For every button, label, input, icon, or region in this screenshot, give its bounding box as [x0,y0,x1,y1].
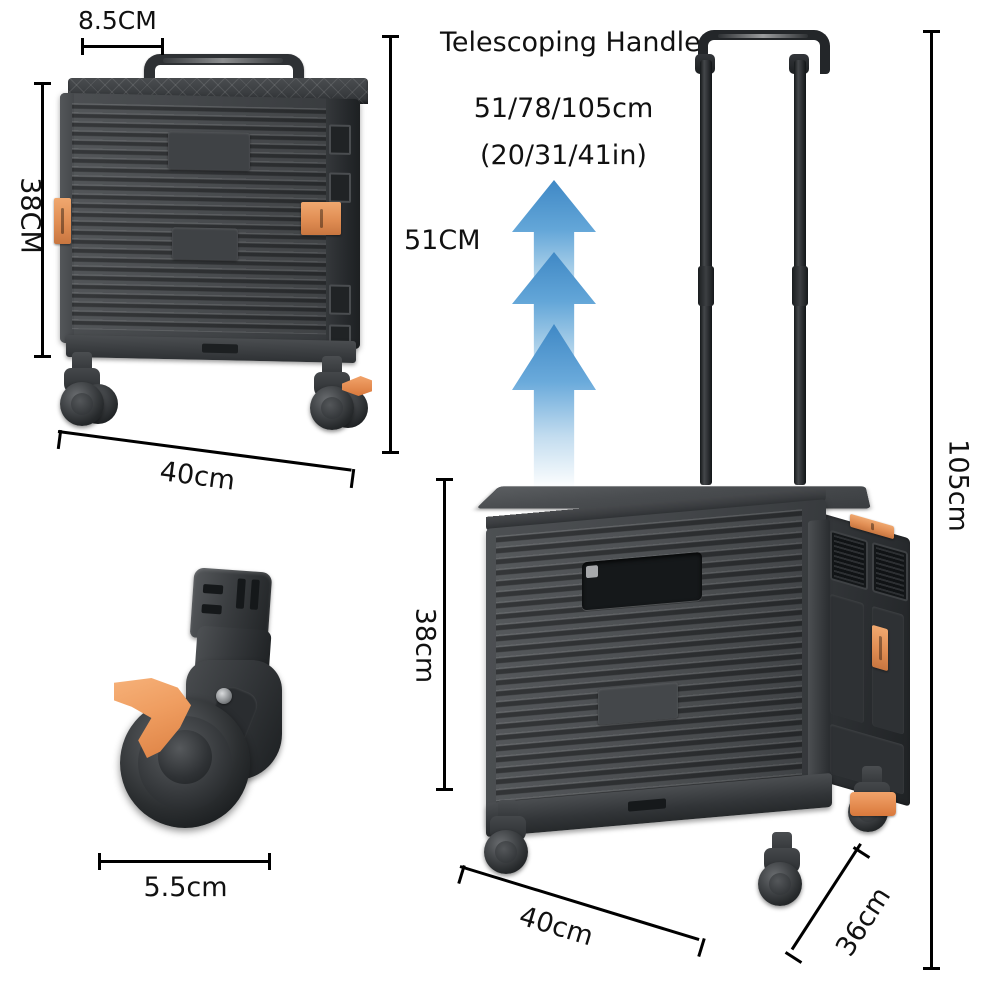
dimension-cap-folded-top [34,82,51,85]
dimension-label-cart-body-height: 38cm [409,607,441,684]
cart-side-panel [822,513,910,807]
dimension-line-cart-total-height [930,30,933,970]
cart-front-ribbing [496,509,802,816]
folded-cart-left-latch [54,198,71,244]
cart-corner-post [808,519,830,801]
dimension-line-cart-body-height [443,478,446,790]
dimension-label-cart-total-height: 105cm [942,439,974,532]
dimension-cap-caster-right [268,853,271,870]
dimension-cap-total-top [382,35,399,38]
title-line-telescoping-handle: Telescoping Handle [440,27,701,58]
dimension-cap-cart-body-bottom [436,788,453,791]
caster-wheel-closeup [100,567,330,840]
dimension-cap-folded-bottom [34,355,51,358]
dimension-cap-total-bottom [382,451,399,454]
dimension-cap-handle-right [161,38,164,55]
folded-cart-base-vent [202,343,238,354]
title-line-handle-lengths-cm: 51/78/105cm [473,93,654,124]
cart-side-vent-left [830,529,868,591]
cart-front-plate [598,682,678,726]
folded-cart-right-latch [301,202,341,235]
cart-caster-brake [850,792,896,816]
dimension-label-folded-total-height: 51CM [404,225,481,256]
dimension-cap-folded-width-right [349,468,356,489]
handle-segment-left [698,266,714,306]
folded-cart-view [52,52,392,430]
folded-cart-slot-mid [329,172,351,203]
dimension-cap-cart-total-bottom [923,967,940,970]
dimension-label-handle-width: 8.5CM [78,6,157,35]
folded-cart-upper-plate [168,131,250,171]
dimension-cap-handle-left [81,38,84,55]
folded-cart-slot-lower [329,284,351,315]
handle-segment-right [792,266,808,306]
handle-grip-bar [698,30,830,74]
cart-side-latch [872,624,888,672]
cart-side-vent-right [872,541,908,603]
title-line-handle-lengths-in: (20/31/41in) [480,140,647,171]
dimension-cap-cart-body-top [436,478,453,481]
dimension-line-folded-height [41,82,44,357]
dimension-line-folded-total-height [389,35,392,453]
caster-pivot-screw [216,688,232,704]
dimension-line-handle-width [81,45,163,48]
assembled-cart-view [476,470,918,930]
up-arrow-icon-bottom [512,324,596,489]
dimension-cap-caster-left [98,853,101,870]
dimension-label-caster-width: 5.5cm [143,872,228,903]
dimension-cap-cart-depth-bottom [784,951,803,964]
folded-cart-lower-plate [172,227,238,261]
folded-cart-brake-lever [342,376,372,396]
dimension-cap-cart-total-top [923,30,940,33]
dimension-label-folded-width: 40cm [157,456,237,497]
dimension-line-caster-width [98,860,270,863]
folded-cart-slot-top [329,124,351,155]
cart-side-panel-left [830,593,864,724]
dimension-label-folded-body-height: 38CM [14,177,46,254]
telescoping-handle-assembly [690,30,830,500]
